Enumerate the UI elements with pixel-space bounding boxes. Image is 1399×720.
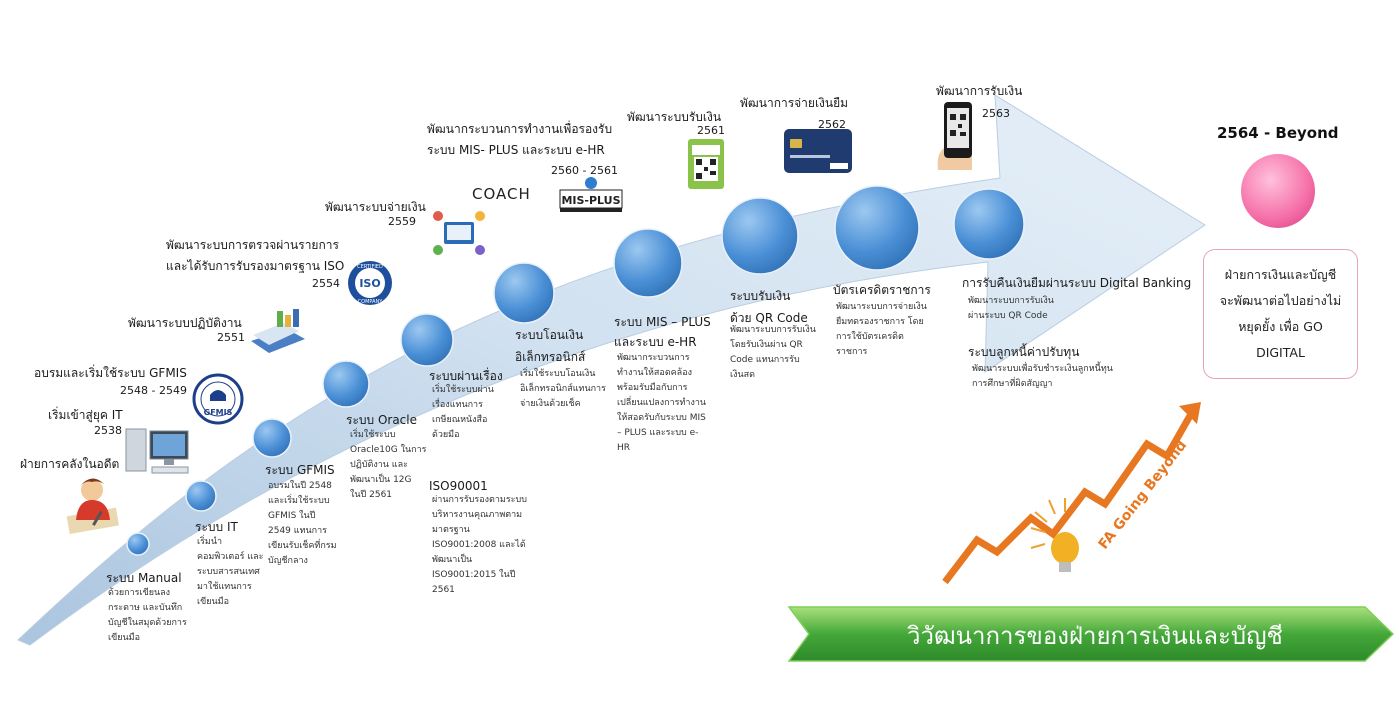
timeline-node-10 xyxy=(953,188,1025,260)
label-ops-dev: พัฒนาระบบปฏิบัติงาน xyxy=(128,316,242,330)
milestone-it-title: ระบบ IT xyxy=(195,520,238,534)
timeline-node-3 xyxy=(252,418,292,458)
label-gfmis-training: อบรมและเริ่มใช้ระบบ GFMIS xyxy=(34,366,187,380)
milestone-gfmis-title: ระบบ GFMIS xyxy=(265,463,335,477)
timeline-node-4 xyxy=(322,360,370,408)
milestone-debtor-title: ระบบลูกหนี้ค่าปรับทุน xyxy=(968,345,1080,359)
future-line-4: DIGITAL xyxy=(1256,345,1305,360)
milestone-manual-title: ระบบ Manual xyxy=(106,571,182,585)
qr-receipt-icon xyxy=(688,139,724,189)
milestone-it-desc: เริ่มนำคอมพิวเตอร์ และระบบสารสนเทศมาใช้แ… xyxy=(197,537,264,607)
label-it-era: เริ่มเข้าสู่ยุค IT xyxy=(48,408,123,422)
title-banner xyxy=(787,606,1395,662)
mis-plus-logo: MIS-PLUS xyxy=(559,177,623,212)
year-2563: 2563 xyxy=(982,107,1010,120)
label-receipt-dev: พัฒนาระบบรับเงิน xyxy=(627,110,722,124)
milestone-digital-desc: พัฒนาระบบการรับเงินผ่านระบบ QR Code xyxy=(968,296,1054,321)
year-2548-2549: 2548 - 2549 xyxy=(120,384,187,397)
mis-plus-text: MIS-PLUS xyxy=(561,194,620,207)
future-box: ฝ่ายการเงินและบัญชี จะพัฒนาต่อไปอย่างไม่… xyxy=(1203,249,1358,379)
label-iso-cert: และได้รับการรับรองมาตรฐาน ISO xyxy=(166,259,345,273)
writer-icon xyxy=(66,478,119,535)
gfmis-logo-text: GFMIS xyxy=(204,408,233,417)
coach-logo: COACH xyxy=(472,185,531,203)
timeline-node-2 xyxy=(185,480,217,512)
banner-title: วิวัฒนาการของฝ่ายการเงินและบัญชี xyxy=(907,622,1283,650)
growth-arrow-icon: FA Going Beyond xyxy=(942,402,1201,585)
iso-logo-text: ISO xyxy=(359,277,380,290)
coach-text: COACH xyxy=(472,185,531,203)
year-2554: 2554 xyxy=(312,277,340,290)
milestone-credit-desc: พัฒนาระบบการจ่ายเงินยืมทดรองราชการ โดยกา… xyxy=(836,302,927,357)
milestone-mis-title: ระบบ MIS – PLUS xyxy=(614,315,711,329)
year-2551: 2551 xyxy=(217,331,245,344)
year-2561: 2561 xyxy=(697,124,725,137)
milestone-qr-desc: พัฒนาระบบการรับเงินโดยรับเงินผ่าน QR Cod… xyxy=(730,325,816,380)
milestone-qr-title2: ด้วย QR Code xyxy=(730,311,808,325)
computer-icon xyxy=(125,428,189,474)
label-loan-dev: พัฒนาการจ่ายเงินยืม xyxy=(740,96,849,110)
milestone-qr-title: ระบบรับเงิน xyxy=(730,289,791,303)
milestone-doc-desc: เริ่มใช้ระบบผ่านเรื่องแทนการเกษียณหนังสื… xyxy=(432,385,494,440)
future-line-1: ฝ่ายการเงินและบัญชี xyxy=(1224,267,1337,282)
timeline-node-7 xyxy=(613,228,683,298)
milestone-mis-title2: และระบบ e-HR xyxy=(614,335,697,349)
milestone-oracle-title: ระบบ Oracle xyxy=(346,413,417,427)
milestone-eft-title: ระบบโอนเงิน xyxy=(515,328,584,342)
phone-scan-icon xyxy=(937,102,972,170)
year-2559: 2559 xyxy=(388,215,416,228)
milestone-digital-title: การรับคืนเงินยืมผ่านระบบ Digital Banking xyxy=(962,276,1192,290)
office-icon xyxy=(251,309,305,353)
timeline-node-1 xyxy=(126,532,150,556)
credit-card-icon xyxy=(784,129,852,173)
future-node xyxy=(1241,154,1315,228)
year-2560-2561: 2560 - 2561 xyxy=(551,164,618,177)
milestone-doc-title: ระบบผ่านเรื่อง xyxy=(429,369,503,383)
milestone-credit-title: บัตรเครดิตราชการ xyxy=(833,283,931,297)
milestone-manual-desc: ด้วยการเขียนลงกระดาษ และบันทึกบัญชีในสมุ… xyxy=(108,588,187,643)
future-line-3: หยุดยั้ง เพื่อ GO xyxy=(1238,319,1323,334)
label-receive-dev: พัฒนาการรับเงิน xyxy=(936,84,1023,98)
iso-bottom-text: COMPANY xyxy=(358,299,384,305)
future-line-2: จะพัฒนาต่อไปอย่างไม่ xyxy=(1219,293,1342,308)
label-process-dev: พัฒนากระบวนการทำงานเพื่อรองรับ xyxy=(427,122,613,136)
iso-certified-icon: ISO CERTIFIED COMPANY xyxy=(348,261,392,305)
milestone-debtor-desc: พัฒนาระบบเพื่อรับชำระเงินลูกหนี้ทุนการศึ… xyxy=(972,364,1113,389)
milestone-mis-desc: พัฒนากระบวนการทำงานให้สอดคล้อง พร้อมรับม… xyxy=(617,353,707,453)
label-past: ฝ่ายการคลังในอดีต xyxy=(20,457,120,471)
label-audit-dev: พัฒนาระบบการตรวจผ่านรายการ xyxy=(166,238,339,252)
milestone-iso-desc: ผ่านการรับรองตามระบบบริหารงานคุณภาพตามมา… xyxy=(432,495,527,595)
gfmis-logo-icon: GFMIS xyxy=(192,373,244,425)
year-2538: 2538 xyxy=(94,424,122,437)
iso-top-text: CERTIFIED xyxy=(357,264,383,270)
milestone-eft-title2: อิเล็กทรอนิกส์ xyxy=(515,350,586,364)
timeline-node-6 xyxy=(493,262,555,324)
timeline-node-9 xyxy=(834,185,920,271)
future-title: 2564 - Beyond xyxy=(1217,124,1339,142)
milestone-gfmis-desc: อบรมในปี 2548 และเริ่มใช้ระบบ GFMIS ในปี… xyxy=(268,481,337,566)
label-mis-ehr: ระบบ MIS- PLUS และระบบ e-HR xyxy=(427,143,605,157)
label-payment-dev: พัฒนาระบบจ่ายเงิน xyxy=(325,200,426,214)
milestone-iso-title: ISO90001 xyxy=(429,479,488,493)
milestone-eft-desc: เริ่มใช้ระบบโอนเงินอิเล็กทรอนิกส์แทนการจ… xyxy=(520,369,606,409)
online-payment-icon xyxy=(433,211,485,255)
year-2562: 2562 xyxy=(818,118,846,131)
timeline-node-5 xyxy=(400,313,454,367)
milestone-oracle-desc: เริ่มใช้ระบบ Oracle10G ในการปฏิบัติงาน แ… xyxy=(350,430,427,500)
timeline-node-8 xyxy=(721,197,799,275)
